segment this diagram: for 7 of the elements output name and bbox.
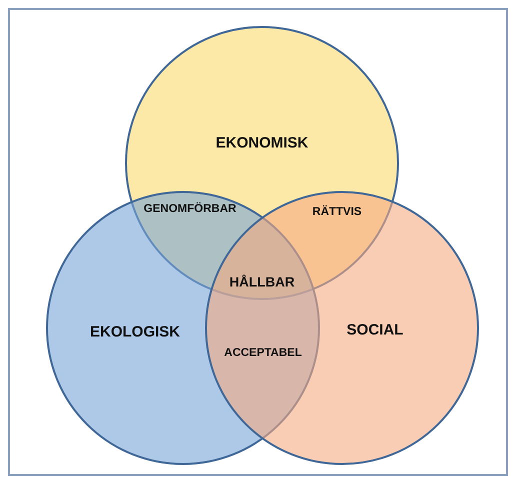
overlap-label: RÄTTVIS	[312, 206, 362, 218]
overlap-label: HÅLLBAR	[229, 274, 295, 290]
circle-label: SOCIAL	[346, 322, 404, 338]
circle-label: EKOLOGISK	[90, 324, 180, 340]
overlap-label: GENOMFÖRBAR	[144, 203, 236, 215]
overlap-label: ACCEPTABEL	[224, 347, 302, 359]
circle-label: EKONOMISK	[216, 134, 308, 152]
